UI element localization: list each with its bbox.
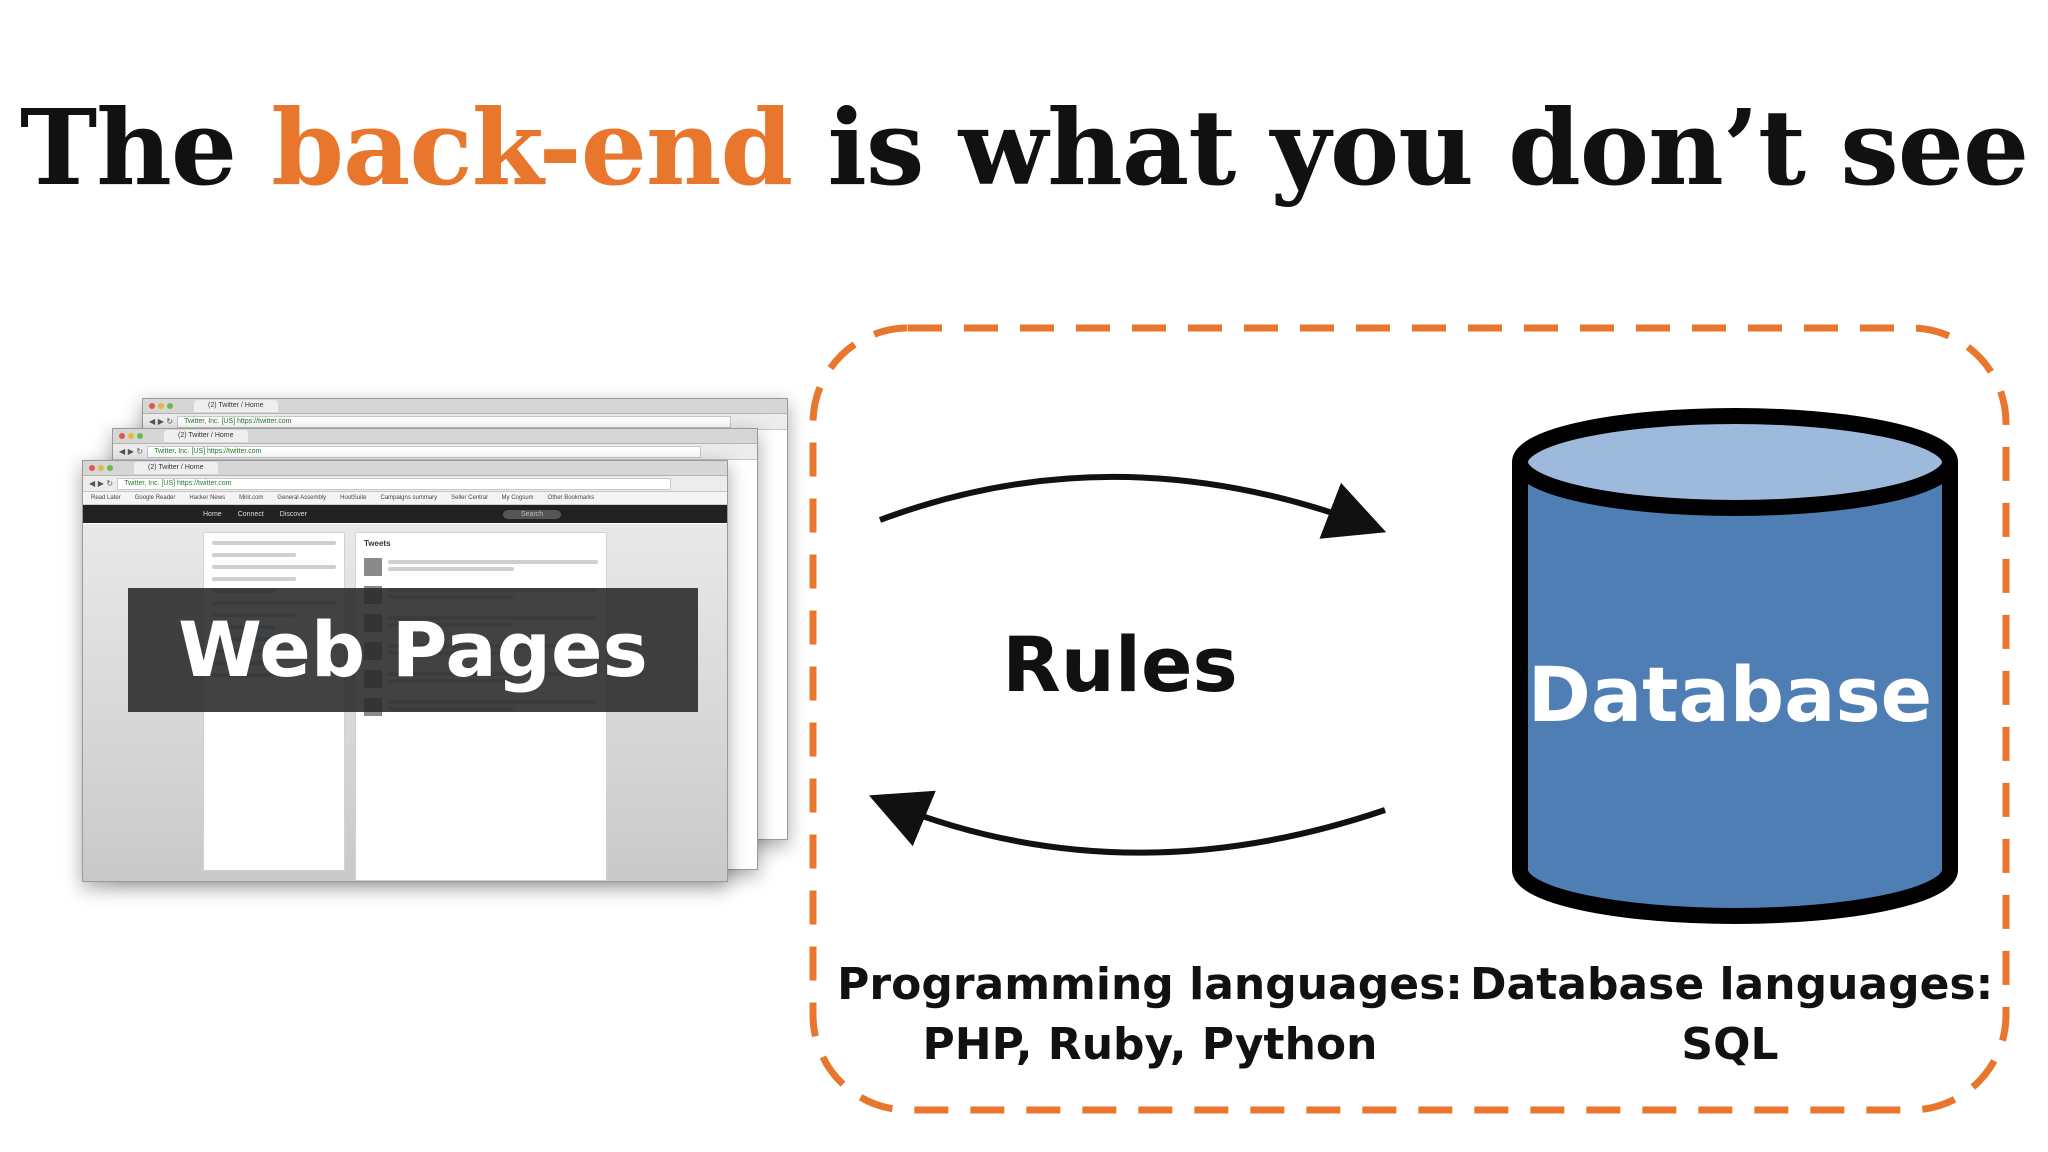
database-label: Database [1527,650,1933,739]
browser-tab-label: (2) Twitter / Home [164,430,248,442]
browser-url: Twitter, Inc. [US] https://twitter.com [117,477,672,490]
programming-languages-list: PHP, Ruby, Python [922,1019,1378,1070]
database-languages-list: SQL [1681,1019,1779,1070]
programming-languages-caption: Programming languages: PHP, Ruby, Python [830,955,1470,1075]
arrow-to-database [878,473,1387,539]
rules-label: Rules [1002,620,1238,709]
programming-languages-heading: Programming languages: [837,959,1463,1010]
browser-tab-label: (2) Twitter / Home [134,462,218,474]
title-part1: The [19,86,272,209]
arrow-to-web-pages [868,790,1386,856]
database-cylinder [1512,408,1958,924]
tweets-header: Tweets [364,539,391,548]
slide-title: The back-end is what you don’t see [0,86,2048,209]
browser-tab-label: (2) Twitter / Home [194,400,278,412]
title-accent: back-end [271,86,793,209]
web-pages-banner [128,588,698,712]
browser-url: Twitter, Inc. [US] https://twitter.com [147,445,702,458]
title-part2: is what you don’t see [792,86,2029,209]
database-languages-caption: Database languages: SQL [1470,955,1994,1075]
database-languages-heading: Database languages: [1470,959,1994,1010]
browser-url: Twitter, Inc. [US] https://twitter.com [177,415,732,428]
web-pages-label: Web Pages [178,605,648,694]
